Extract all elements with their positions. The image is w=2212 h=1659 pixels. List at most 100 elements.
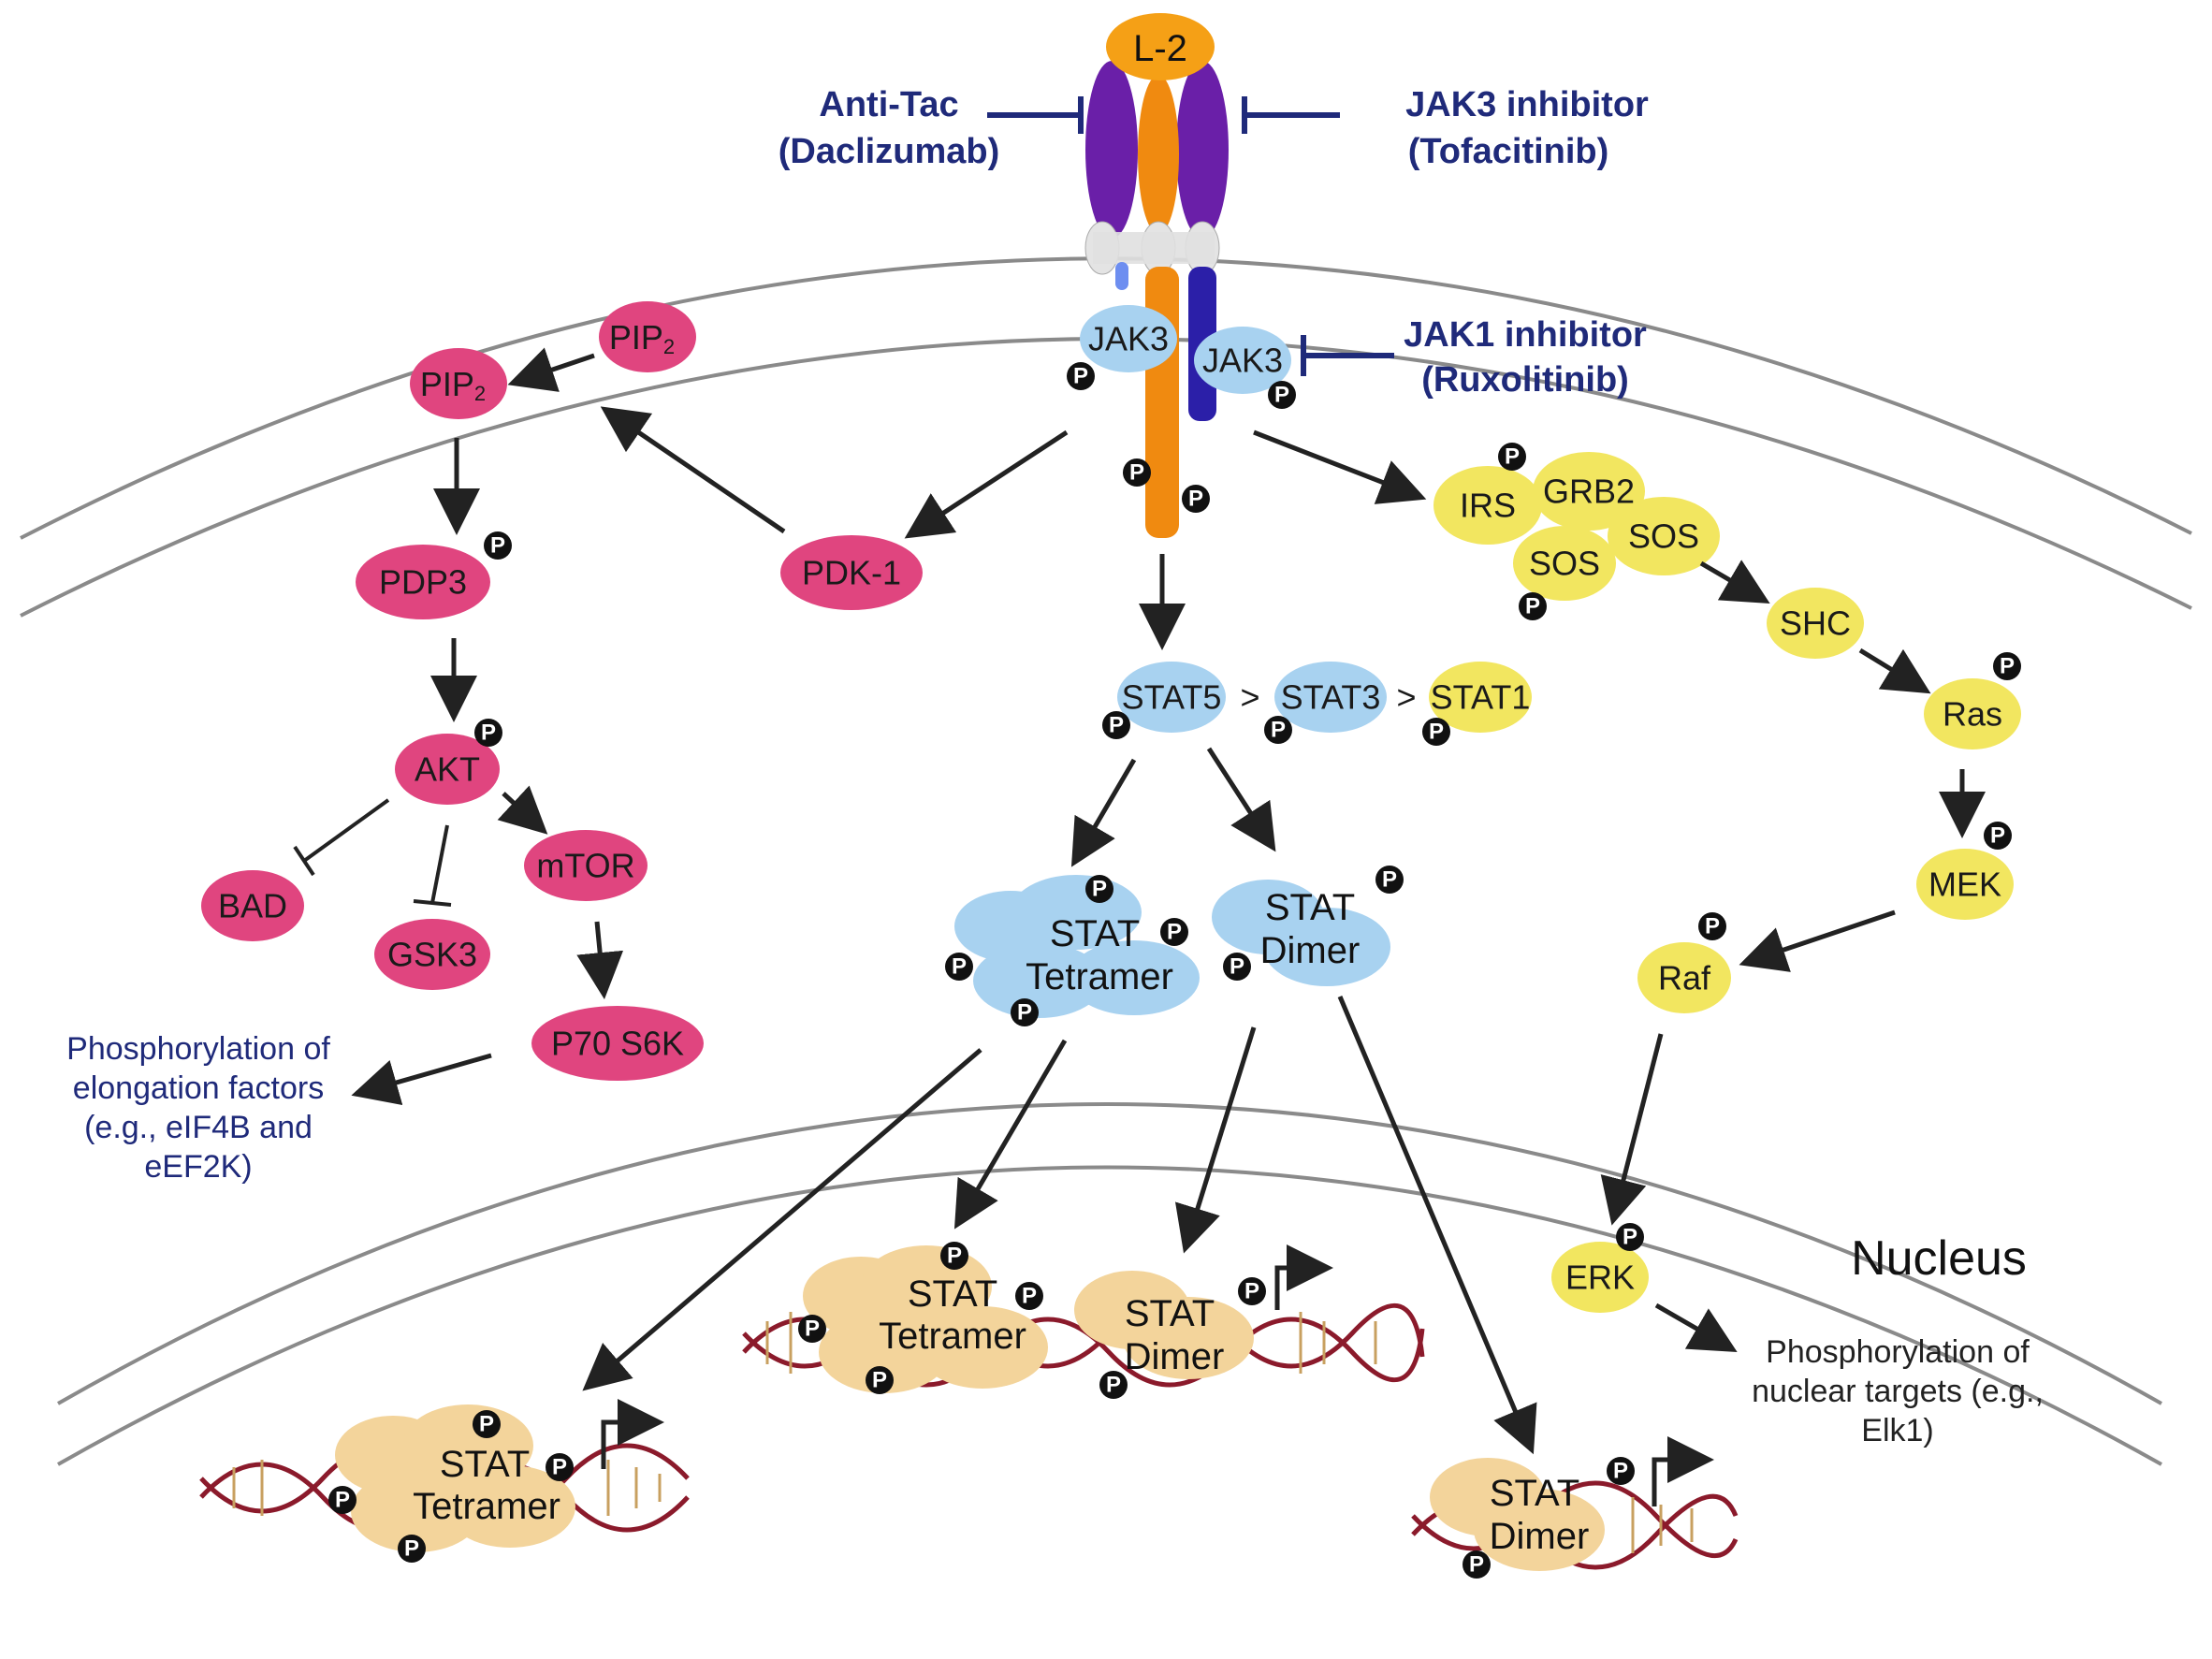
- elongation-note: Phosphorylation of elongation factors (e…: [66, 1031, 330, 1185]
- svg-text:SOS: SOS: [1529, 545, 1600, 583]
- jak3-right-node[interactable]: JAK3: [1194, 327, 1291, 394]
- svg-text:Tetramer: Tetramer: [1026, 956, 1173, 997]
- stat-dimer-nucleus-middle[interactable]: STAT Dimer: [1074, 1271, 1254, 1379]
- svg-text:Dimer: Dimer: [1260, 930, 1361, 971]
- svg-text:P: P: [1429, 720, 1444, 745]
- svg-text:SHC: SHC: [1780, 604, 1851, 643]
- pip2-top-node[interactable]: PIP2: [599, 301, 696, 372]
- stat-tetramer-cytoplasm[interactable]: STAT Tetramer: [954, 875, 1200, 1018]
- svg-text:PIP2: PIP2: [609, 318, 675, 358]
- svg-text:(e.g., eIF4B and: (e.g., eIF4B and: [84, 1110, 313, 1145]
- svg-text:P: P: [952, 954, 967, 980]
- svg-text:STAT5: STAT5: [1122, 678, 1222, 717]
- akt-node[interactable]: AKT: [395, 734, 500, 805]
- pdk1-node[interactable]: PDK-1: [780, 535, 923, 610]
- svg-text:ERK: ERK: [1565, 1259, 1635, 1297]
- svg-text:P: P: [1274, 383, 1289, 408]
- svg-text:eEF2K): eEF2K): [144, 1149, 252, 1185]
- svg-text:P: P: [1244, 1279, 1259, 1304]
- svg-text:L-2: L-2: [1133, 28, 1187, 69]
- svg-text:Tetramer: Tetramer: [413, 1486, 560, 1527]
- svg-text:P: P: [1109, 713, 1124, 738]
- bad-node[interactable]: BAD: [201, 870, 304, 941]
- svg-text:P: P: [1271, 718, 1286, 743]
- anti-tac-inhibitor: Anti-Tac (Daclizumab): [779, 85, 1084, 171]
- phospho-badges: P P P P P P P P P P P P P P P P P P P P …: [328, 362, 2021, 1579]
- svg-text:P: P: [1382, 867, 1397, 893]
- transcription-start-arrow-left: [601, 1399, 664, 1469]
- svg-text:STAT1: STAT1: [1431, 678, 1531, 717]
- svg-text:P: P: [481, 720, 496, 746]
- svg-text:MEK: MEK: [1928, 866, 2001, 904]
- svg-text:P: P: [1188, 487, 1203, 512]
- svg-text:P: P: [404, 1536, 419, 1562]
- svg-text:Tetramer: Tetramer: [879, 1316, 1026, 1357]
- stat-dimer-cytoplasm[interactable]: STAT Dimer: [1212, 880, 1390, 986]
- ras-node[interactable]: Ras: [1924, 678, 2021, 749]
- svg-text:Phosphorylation of: Phosphorylation of: [66, 1031, 330, 1067]
- transcription-start-arrow-middle: [1274, 1244, 1333, 1310]
- svg-text:P: P: [947, 1244, 962, 1269]
- irs-grb2-sos-complex[interactable]: IRS GRB2 SOS SOS: [1433, 452, 1720, 601]
- transcription-start-arrow-right: [1652, 1436, 1714, 1506]
- svg-text:P: P: [1990, 823, 2005, 849]
- svg-text:P: P: [552, 1455, 567, 1480]
- svg-text:STAT: STAT: [1265, 887, 1355, 928]
- svg-text:P: P: [872, 1368, 887, 1393]
- svg-text:P: P: [490, 533, 505, 559]
- svg-text:GSK3: GSK3: [387, 936, 477, 974]
- svg-text:P: P: [1073, 364, 1088, 389]
- svg-text:STAT: STAT: [908, 1273, 997, 1315]
- mek-node[interactable]: MEK: [1916, 849, 2014, 920]
- stat3-node[interactable]: STAT3: [1274, 662, 1387, 733]
- raf-node[interactable]: Raf: [1637, 942, 1731, 1013]
- svg-text:Anti-Tac: Anti-Tac: [819, 85, 958, 124]
- gsk3-node[interactable]: GSK3: [374, 919, 490, 990]
- stat-dimer-nucleus-right[interactable]: STAT Dimer: [1430, 1458, 1605, 1571]
- mtor-node[interactable]: mTOR: [524, 830, 648, 901]
- svg-text:(Daclizumab): (Daclizumab): [779, 132, 999, 171]
- svg-text:P: P: [335, 1488, 350, 1513]
- svg-text:P: P: [1022, 1284, 1037, 1309]
- erk-node[interactable]: ERK: [1551, 1242, 1649, 1313]
- stat1-node[interactable]: STAT1: [1429, 662, 1532, 733]
- svg-text:Dimer: Dimer: [1125, 1336, 1225, 1377]
- svg-text:JAK3: JAK3: [1202, 342, 1283, 380]
- stat5-node[interactable]: STAT5: [1117, 662, 1226, 733]
- svg-text:nuclear targets (e.g.,: nuclear targets (e.g.,: [1752, 1374, 2044, 1409]
- svg-text:P: P: [1167, 920, 1182, 945]
- jak3-left-node[interactable]: JAK3: [1080, 305, 1177, 372]
- svg-text:P: P: [1017, 1000, 1032, 1026]
- svg-text:P: P: [1469, 1552, 1484, 1578]
- svg-text:P: P: [1505, 444, 1520, 470]
- svg-text:Raf: Raf: [1658, 959, 1711, 997]
- svg-text:Dimer: Dimer: [1490, 1516, 1590, 1557]
- svg-text:AKT: AKT: [415, 750, 480, 789]
- shc-node[interactable]: SHC: [1767, 588, 1864, 659]
- pdp3-node[interactable]: PDP3: [356, 545, 490, 619]
- svg-text:P: P: [1129, 460, 1144, 486]
- svg-text:SOS: SOS: [1628, 517, 1699, 556]
- ligand-il2: L-2: [1106, 13, 1215, 80]
- svg-text:GRB2: GRB2: [1543, 473, 1635, 511]
- p70s6k-node[interactable]: P70 S6K: [531, 1006, 704, 1081]
- svg-text:JAK3: JAK3: [1088, 320, 1169, 358]
- stat-tetramer-nucleus-middle[interactable]: STAT Tetramer: [803, 1245, 1048, 1393]
- svg-text:STAT: STAT: [440, 1444, 530, 1485]
- svg-text:PDP3: PDP3: [379, 563, 467, 602]
- svg-text:BAD: BAD: [218, 887, 287, 925]
- svg-text:P: P: [1092, 877, 1107, 902]
- svg-text:PDK-1: PDK-1: [802, 554, 901, 592]
- svg-text:(Tofacitinib): (Tofacitinib): [1408, 132, 1609, 171]
- svg-text:P: P: [1230, 954, 1244, 980]
- svg-text:PIP2: PIP2: [420, 365, 486, 405]
- svg-text:STAT: STAT: [1050, 913, 1140, 954]
- svg-text:P: P: [1623, 1225, 1637, 1250]
- svg-text:JAK1 inhibitor: JAK1 inhibitor: [1404, 315, 1647, 355]
- pip2-left-node[interactable]: PIP2: [410, 348, 507, 419]
- inhibition-lines: [293, 798, 452, 907]
- svg-text:P: P: [1525, 594, 1540, 619]
- stat-tetramer-nucleus-left[interactable]: STAT Tetramer: [335, 1404, 575, 1552]
- gt-symbol-2: >: [1396, 678, 1416, 717]
- pathway-arrows: [351, 347, 1986, 1455]
